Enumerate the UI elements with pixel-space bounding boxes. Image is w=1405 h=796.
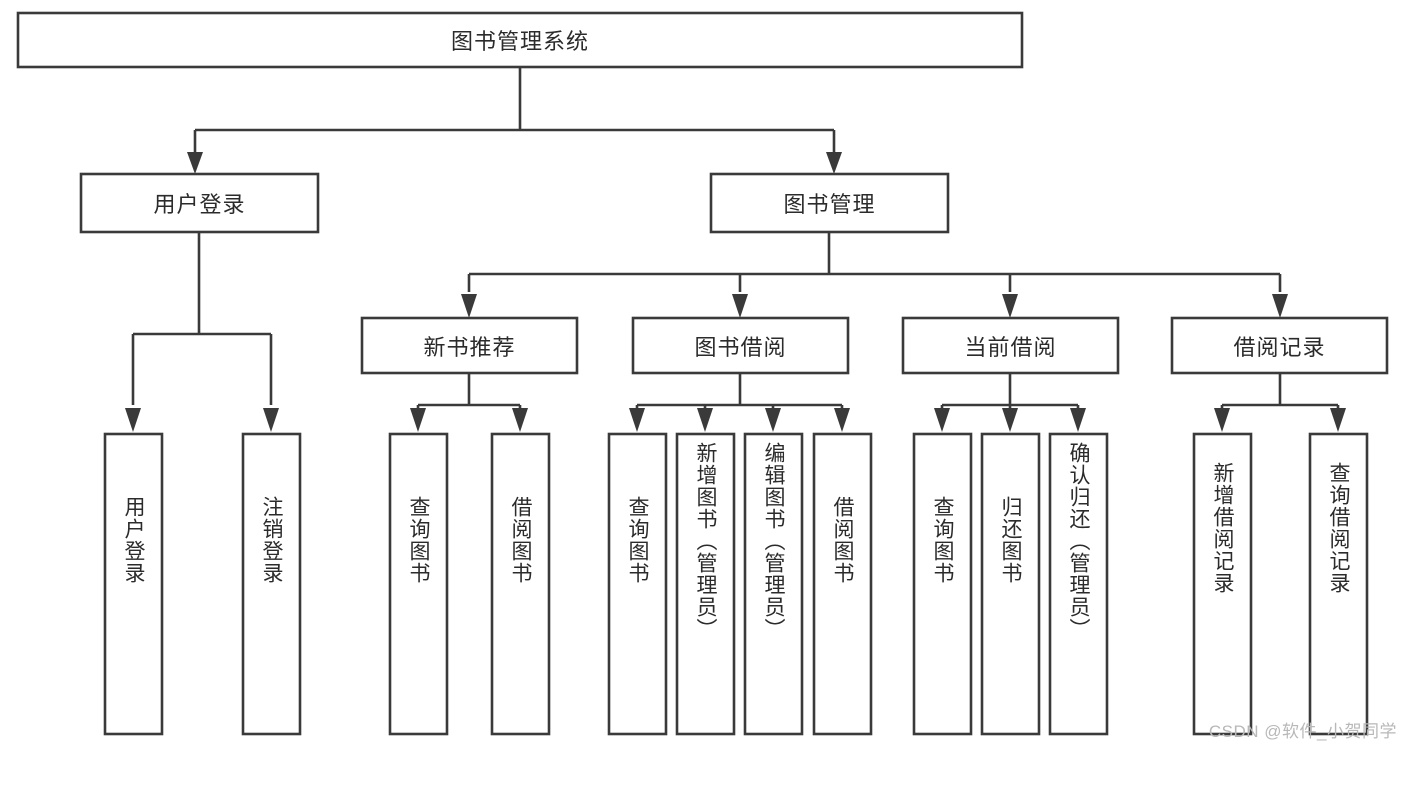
leaf-box-logout[interactable] — [241, 432, 302, 736]
arrowhead-to-book-manage — [826, 152, 842, 174]
arrowhead-leaf-query-book-1 — [410, 408, 426, 432]
arrowhead-leaf-query-book-2 — [629, 408, 645, 432]
diagram-root: 图书管理系统 用户登录 图书管理 新书推荐 图书借阅 当前借阅 借阅记录 用户登… — [16, 11, 1396, 741]
arrowhead-to-user-login — [187, 152, 203, 174]
node-borrow-record-box[interactable] — [1170, 316, 1389, 375]
node-new-book-rec-box[interactable] — [360, 316, 579, 375]
arrowhead-leaf-borrow-book-1 — [512, 408, 528, 432]
connector-borrow-record-to-leaves — [1220, 373, 1340, 412]
leaf-box-return-book[interactable] — [980, 432, 1041, 736]
arrowhead-leaf-borrow-book-2 — [834, 408, 850, 432]
leaf-box-borrow-book-2[interactable] — [812, 432, 873, 736]
arrowhead-leaf-edit-book — [765, 408, 781, 432]
node-root-box[interactable] — [16, 11, 1024, 69]
arrowhead-to-new-book-rec — [461, 294, 477, 318]
connector-new-book-rec-to-leaves — [416, 373, 522, 412]
connector-book-manage-to-level3 — [467, 232, 1282, 292]
node-book-borrow-box[interactable] — [631, 316, 850, 375]
leaf-box-query-book-3[interactable] — [912, 432, 973, 736]
leaf-box-edit-book[interactable] — [743, 432, 804, 736]
leaf-box-query-book-1[interactable] — [388, 432, 449, 736]
leaf-box-user-login[interactable] — [103, 432, 164, 736]
connector-current-borrow-to-leaves — [940, 373, 1080, 412]
leaf-box-add-book[interactable] — [675, 432, 736, 736]
leaf-box-add-record[interactable] — [1192, 432, 1253, 736]
arrowhead-leaf-query-record — [1330, 408, 1346, 432]
arrowhead-to-borrow-record — [1272, 294, 1288, 318]
arrowhead-leaf-query-book-3 — [934, 408, 950, 432]
arrowhead-leaf-confirm-return — [1070, 408, 1086, 432]
leaf-box-borrow-book-1[interactable] — [490, 432, 551, 736]
leaf-box-query-book-2[interactable] — [607, 432, 668, 736]
leaf-box-confirm-return[interactable] — [1048, 432, 1109, 736]
arrowhead-to-book-borrow — [732, 294, 748, 318]
connector-user-login-to-leaves — [131, 232, 273, 405]
arrowhead-leaf-logout — [263, 408, 279, 432]
leaf-box-query-record[interactable] — [1308, 432, 1369, 736]
arrowhead-leaf-user-login — [125, 408, 141, 432]
arrowhead-leaf-add-book — [697, 408, 713, 432]
diagram-canvas — [16, 11, 1389, 736]
node-book-manage-box[interactable] — [709, 172, 950, 234]
node-current-borrow-box[interactable] — [901, 316, 1120, 375]
connector-book-borrow-to-leaves — [635, 373, 844, 412]
node-user-login-box[interactable] — [79, 172, 320, 234]
arrowhead-leaf-return-book — [1002, 408, 1018, 432]
arrowhead-leaf-add-record — [1214, 408, 1230, 432]
connector-root-to-level2 — [193, 67, 836, 160]
arrowhead-to-current-borrow — [1002, 294, 1018, 318]
